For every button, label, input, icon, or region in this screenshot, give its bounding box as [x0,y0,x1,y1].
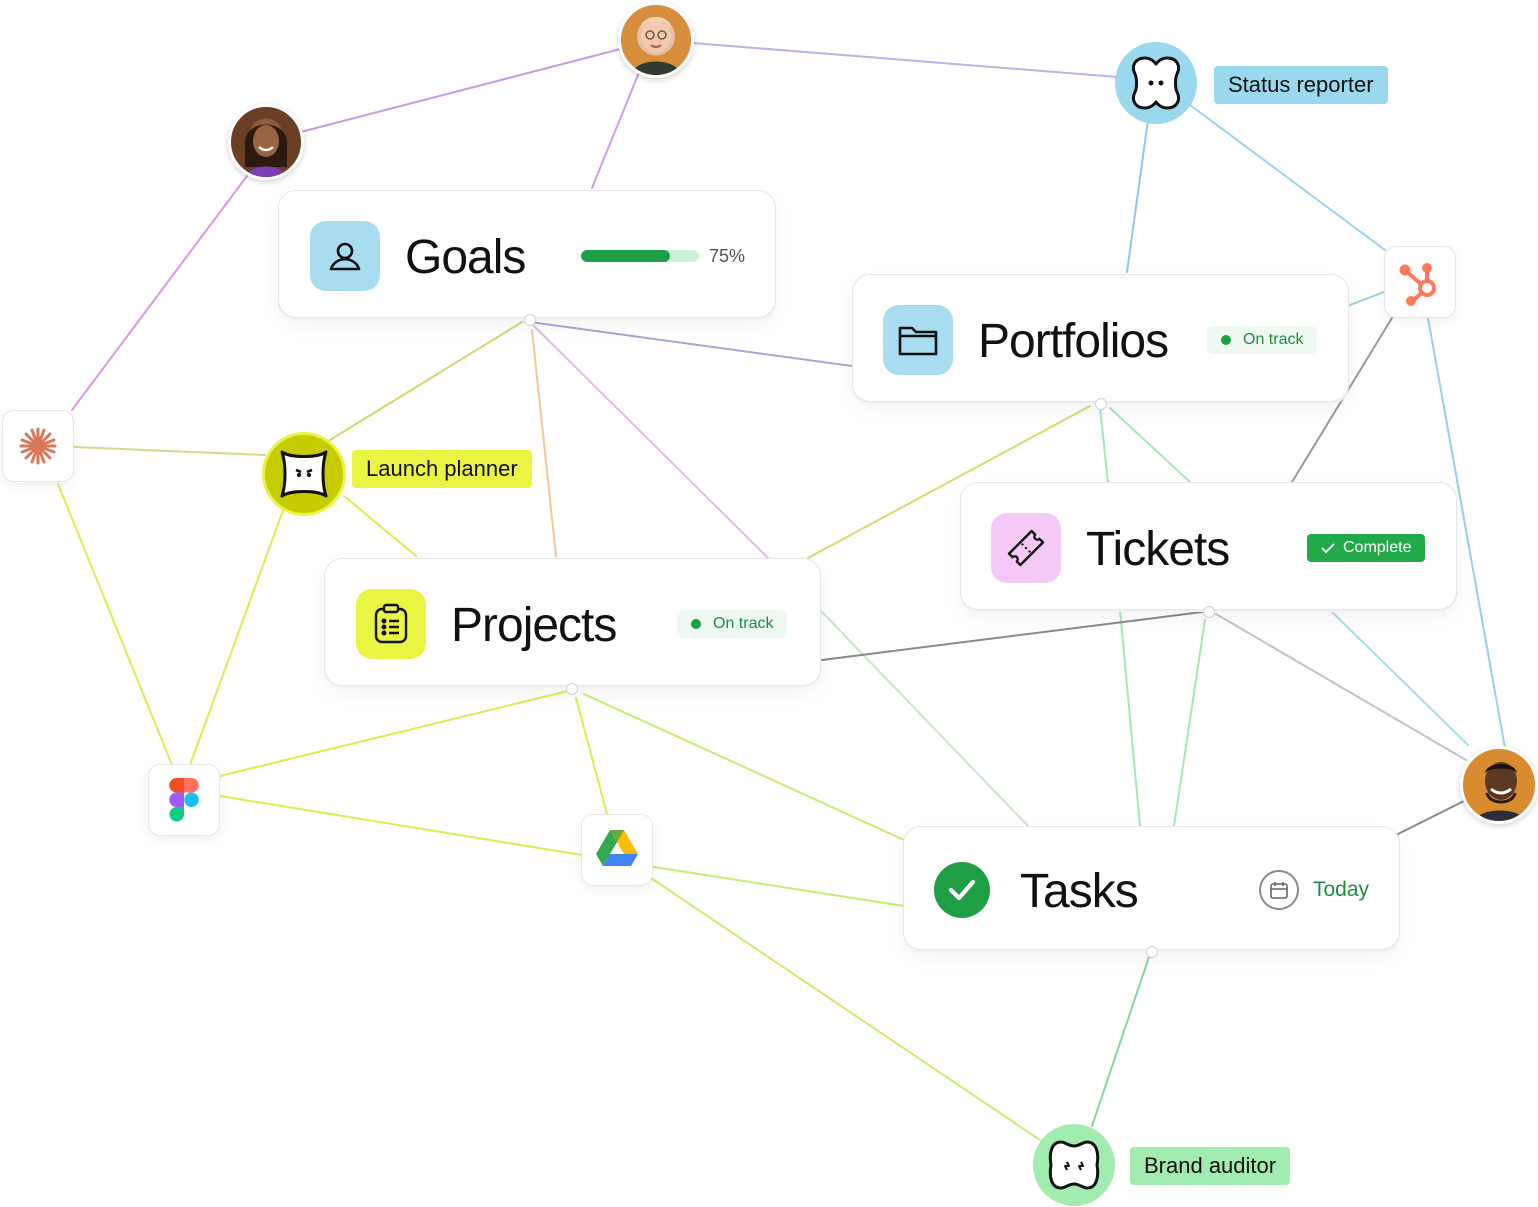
google-drive-icon [596,830,638,866]
connector-line [1291,317,1393,483]
hubspot-icon [1399,263,1436,306]
connector-line [219,795,583,856]
hubspot-app-tile[interactable] [1384,246,1456,318]
connector-line [1427,317,1506,749]
status-reporter-label: Status reporter [1214,66,1388,104]
tickets-icon-tile [991,513,1061,583]
portfolios-title: Portfolios [978,315,1169,368]
tickets-status-badge: Complete [1307,534,1426,562]
projects-icon-tile [356,589,426,659]
robot-face-icon [1048,1140,1100,1190]
tasks-connector[interactable] [1146,946,1158,958]
connector-line [529,321,853,367]
person-silhouette-icon [631,17,681,75]
connector-line [1109,407,1191,483]
avatar-woman-glasses[interactable] [618,2,694,78]
person-silhouette-icon [1475,762,1525,821]
connector-line [343,495,417,557]
figma-app-tile[interactable] [148,764,220,836]
projects-title: Projects [451,599,617,652]
connector-line [189,504,286,766]
google-drive-app-tile[interactable] [581,814,653,886]
portfolios-status-label: On track [1243,331,1304,348]
figma-icon [169,778,199,822]
claude-app-tile[interactable] [2,410,74,482]
goals-connector[interactable] [524,314,536,326]
tickets-title: Tickets [1086,523,1230,576]
projects-status-label: On track [713,615,774,632]
goals-progress-bar [581,250,699,262]
connector-line [1329,609,1469,746]
checkmark-icon [1321,543,1335,554]
tasks-title: Tasks [1020,865,1139,918]
connector-line [1173,619,1206,827]
connector-line [1119,609,1141,827]
connector-line [73,446,266,456]
portfolios-card[interactable]: Portfolios On track [852,274,1349,402]
portfolios-connector[interactable] [1095,398,1107,410]
connector-line [529,321,769,559]
connector-line [1099,407,1109,483]
portfolios-status-badge: On track [1207,326,1318,354]
robot-face-icon [1131,56,1181,110]
claude-icon [19,427,57,465]
robot-face-icon [280,450,328,498]
brand-auditor-agent[interactable] [1033,1124,1115,1206]
connector-line [821,611,1029,827]
connector-line [1215,613,1467,761]
avatar-man-smiling[interactable] [1460,746,1538,824]
calendar-icon [1259,870,1299,910]
connector-line [1349,291,1385,306]
connector-line [647,875,1041,1141]
projects-status-badge: On track [677,610,788,638]
avatar-woman-smiling[interactable] [228,104,304,180]
connector-line [1397,799,1467,835]
tickets-card[interactable]: Tickets Complete [960,482,1457,610]
connector-line [71,171,251,411]
tasks-check-icon [934,862,990,918]
goals-title: Goals [405,231,526,284]
goals-progress-fill [581,250,670,262]
connector-line [821,611,1203,661]
status-reporter-agent[interactable] [1115,42,1197,124]
ticket-icon [1007,529,1045,567]
launch-planner-label: Launch planner [352,450,532,488]
brand-auditor-label: Brand auditor [1130,1147,1291,1185]
connector-line [654,39,1156,81]
goals-progress-label: 75% [709,246,746,266]
connector-line [591,69,641,189]
person-silhouette-icon [244,124,288,177]
connector-line [329,321,523,441]
connector-line [1091,953,1151,1127]
clipboard-icon [374,603,408,644]
goals-icon [329,242,361,271]
goals-card[interactable]: Goals 75% [278,190,776,318]
projects-card[interactable]: Projects On track [324,558,821,686]
goals-icon-tile [310,221,380,291]
projects-connector[interactable] [566,683,578,695]
tasks-due-label: Today [1313,878,1370,901]
connector-line [575,697,608,815]
portfolios-icon-tile [883,305,953,375]
connector-line [531,329,557,557]
tickets-status-label: Complete [1343,539,1412,556]
connector-line [583,693,905,841]
connector-line [219,689,573,777]
launch-planner-agent[interactable] [262,432,346,516]
status-dot-icon [691,619,701,629]
tickets-connector[interactable] [1203,606,1215,618]
connector-line [57,483,173,766]
status-dot-icon [1221,335,1231,345]
folder-icon [898,326,938,356]
connector-line [1126,119,1149,273]
tasks-card[interactable]: Tasks Today [903,826,1400,950]
connector-line [1189,104,1386,251]
connector-line [653,866,905,907]
connector-line [265,39,656,142]
connector-line [807,405,1091,559]
